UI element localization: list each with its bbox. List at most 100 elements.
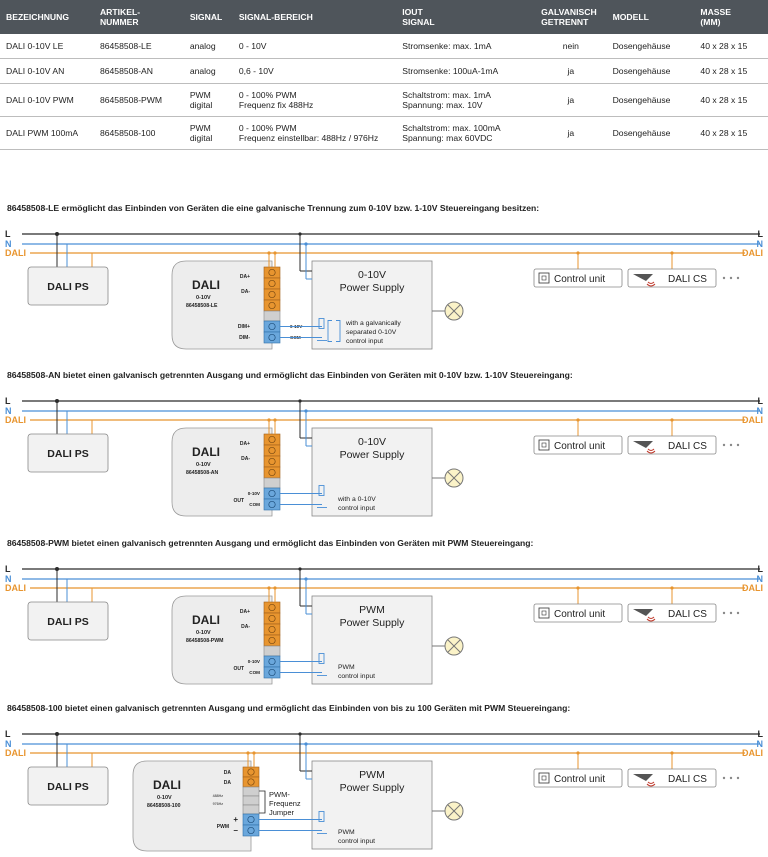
table-cell: 40 x 28 x 15 <box>694 58 768 84</box>
table-cell: Dosengehäuse <box>606 83 695 117</box>
line-label-dali: DALI <box>742 248 763 258</box>
terminal-blue <box>242 813 260 826</box>
isolation-symbol <box>327 320 332 342</box>
terminal-blue <box>263 498 281 511</box>
table-cell: analog <box>183 34 233 59</box>
col-header: SIGNAL-BEREICH <box>232 0 397 34</box>
table-cell: ja <box>535 58 607 84</box>
module-brand: DALI <box>192 278 220 292</box>
sensor-wave <box>646 783 656 787</box>
line-label-dali: DALI <box>5 248 26 258</box>
terminal-screw <box>268 322 276 331</box>
freq-a-label: 488Hz <box>213 794 224 798</box>
sensor-wave <box>646 450 656 454</box>
terminal-blue <box>263 331 281 344</box>
com-label: COM <box>249 670 260 675</box>
dali-module-housing <box>171 260 273 350</box>
line-label-n: N <box>757 239 764 249</box>
junction-dot <box>267 251 271 255</box>
line-label-n: N <box>757 406 764 416</box>
ellipsis-icon <box>729 276 733 280</box>
lamp-icon-cross <box>447 804 461 818</box>
module-code: 86458508-100 <box>147 803 181 809</box>
da-minus-label: DA- <box>241 289 250 295</box>
terminal-grey <box>263 477 281 489</box>
line-label-n: N <box>5 406 12 416</box>
terminal-orange <box>263 455 281 468</box>
line-label-dali: DALI <box>742 748 763 758</box>
line-label-l: L <box>758 564 764 574</box>
dim-plus-label: DIM+ <box>238 324 250 330</box>
junction-dot <box>246 751 250 755</box>
ps-note: PWM <box>338 664 355 671</box>
jumper-label: Jumper <box>269 808 295 817</box>
table-cell: Dosengehäuse <box>606 116 695 150</box>
dali-cs-sensor-icon <box>633 441 653 448</box>
da-minus-label: DA- <box>241 456 250 462</box>
line-label-l: L <box>758 229 764 239</box>
terminal-blue <box>242 824 260 837</box>
table-cell: Stromsenke: max. 1mA <box>396 34 536 59</box>
sensor-wave <box>647 448 655 451</box>
line-label-l: L <box>5 729 11 739</box>
dali-ps-box <box>27 266 109 306</box>
terminal-screw <box>268 468 276 477</box>
terminal-orange <box>263 634 281 647</box>
ellipsis-icon <box>722 611 726 615</box>
junction-dot <box>670 586 674 590</box>
terminal-grey <box>242 804 260 815</box>
dali-ps-label: DALI PS <box>47 781 88 793</box>
control-unit-icon-inner <box>541 442 547 448</box>
dali-cs-label: DALI CS <box>668 774 707 785</box>
control-unit-icon-inner <box>541 775 547 781</box>
line-label-dali: DALI <box>5 583 26 593</box>
line-label-l: L <box>5 396 11 406</box>
dali-cs-sensor-icon <box>633 774 653 781</box>
module-subtitle: 0-10V <box>157 795 172 801</box>
pwm-label: PWM <box>217 824 229 830</box>
terminal-orange <box>263 299 281 312</box>
ellipsis-icon <box>729 443 733 447</box>
dali-cs-box <box>627 768 717 788</box>
junction-dot <box>252 751 256 755</box>
table-cell: 86458508-PWM <box>93 83 184 117</box>
junction-dot <box>304 409 308 413</box>
col-header: SIGNAL <box>183 0 233 34</box>
ps-title: Power Supply <box>340 782 406 794</box>
power-supply-box <box>311 427 433 517</box>
terminal-grey <box>242 786 260 797</box>
col-header: MASSE(MM) <box>694 0 768 34</box>
control-unit-label: Control unit <box>554 441 605 452</box>
ps-note: with a 0-10V <box>337 496 376 503</box>
line-label-dali: DALI <box>5 748 26 758</box>
table-cell: 40 x 28 x 15 <box>694 83 768 117</box>
terminal-screw <box>268 625 276 634</box>
table-cell: 86458508-LE <box>93 34 184 59</box>
control-unit-icon-inner <box>541 610 547 616</box>
junction-dot <box>576 751 580 755</box>
terminal-orange <box>263 288 281 301</box>
ellipsis-icon <box>729 611 733 615</box>
col-header: MODELL <box>606 0 695 34</box>
ps-note: with a galvanically <box>345 320 401 327</box>
junction-dot <box>298 567 302 571</box>
terminal-screw <box>247 768 255 776</box>
line-label-n: N <box>5 574 12 584</box>
module-brand: DALI <box>192 445 220 459</box>
lamp-icon-cross <box>447 304 461 318</box>
out-label: OUT <box>233 498 244 504</box>
terminal-grey <box>263 310 281 322</box>
terminal-screw <box>268 657 276 666</box>
ellipsis-icon <box>722 276 726 280</box>
terminal-screw <box>268 603 276 612</box>
terminal-orange <box>263 433 281 446</box>
ps-note: control input <box>346 338 383 345</box>
ellipsis-icon <box>736 276 740 280</box>
table-cell: ja <box>535 83 607 117</box>
terminal-blue <box>263 320 281 333</box>
table-cell: nein <box>535 34 607 59</box>
